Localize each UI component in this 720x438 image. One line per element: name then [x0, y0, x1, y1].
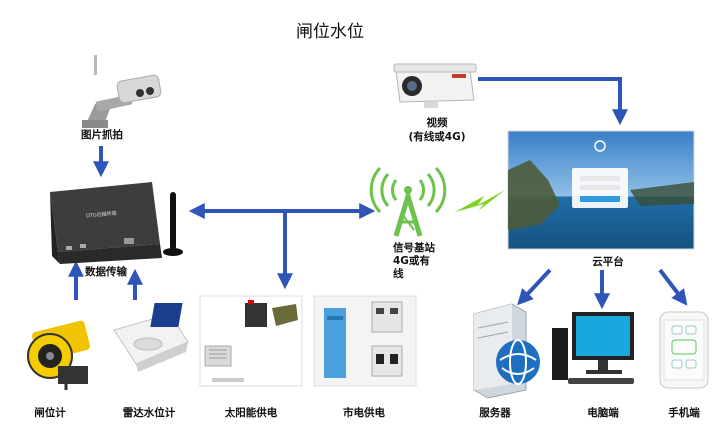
video-label-line1: 视频	[426, 117, 448, 129]
mains-label: 市电供电	[343, 407, 385, 419]
tower-label-line3: 线	[393, 268, 404, 280]
video-label-line2: (有线或4G)	[408, 131, 466, 143]
phone-label: 手机端	[668, 407, 700, 419]
cloud-to-server-arrow	[517, 268, 552, 306]
video-to-cloud-arrow	[478, 77, 628, 126]
cloud-label: 云平台	[592, 256, 624, 268]
camera-label: 图片抓拍	[81, 129, 123, 141]
solar-label: 太阳能供电	[224, 407, 278, 419]
diagram-title: 闸位水位	[296, 22, 364, 42]
tower-label-line2: 4G或有	[393, 255, 430, 267]
server-label: 服务器	[479, 407, 511, 419]
cloud-to-phone-arrow	[658, 268, 688, 306]
pc-label: 电脑端	[587, 407, 619, 419]
radar-label: 雷达水位计	[122, 407, 176, 419]
dtu-label: 数据传输	[85, 266, 127, 278]
tower-label-line1: 信号基站	[393, 242, 435, 254]
gate-meter-label: 闸位计	[34, 407, 66, 419]
wireless-signal-bolt	[455, 190, 505, 212]
